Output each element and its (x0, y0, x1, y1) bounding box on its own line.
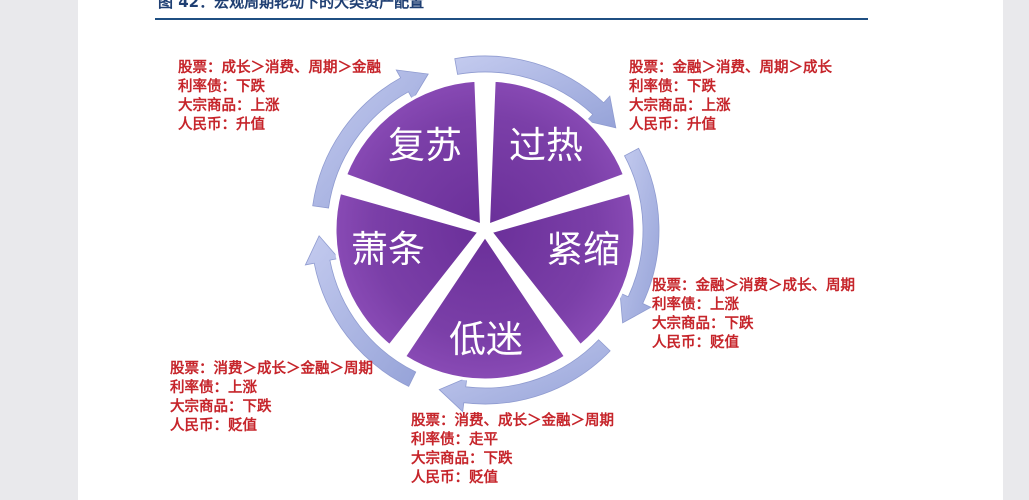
annotation-line: 股票：消费＞成长＞金融＞周期 (170, 360, 373, 377)
arrow-recovery-to-overheat (312, 69, 429, 209)
sector-tightening (488, 190, 637, 348)
annotation-line: 股票：金融＞消费＞成长、周期 (652, 277, 855, 294)
annotation-line: 利率债：上涨 (170, 379, 257, 396)
annotation-depression: 股票：消费＞成长＞金融＞周期 利率债：上涨 大宗商品：下跌 人民币：贬值 (170, 359, 373, 435)
annotation-line: 大宗商品：上涨 (178, 97, 280, 114)
sector-recovery (343, 78, 484, 228)
phase-label-tightening: 紧缩 (546, 228, 620, 271)
annotation-line: 利率债：上涨 (652, 296, 739, 313)
arrow-depression-to-recovery (304, 235, 417, 387)
annotation-tightening: 股票：金融＞消费＞成长、周期 利率债：上涨 大宗商品：下跌 人民币：贬值 (652, 276, 855, 352)
annotation-line: 利率债：走平 (411, 431, 498, 448)
annotation-line: 人民币：升值 (629, 116, 716, 133)
annotation-downturn: 股票：消费、成长＞金融＞周期 利率债：走平 大宗商品：下跌 人民币：贬值 (411, 411, 614, 487)
annotation-line: 大宗商品：下跌 (652, 315, 754, 332)
phase-labels: 复苏 过热 紧缩 低迷 萧条 (351, 124, 620, 361)
cycle-arrows (304, 55, 660, 413)
annotation-line: 利率债：下跌 (629, 78, 716, 95)
annotation-overheat: 股票：金融＞消费、周期＞成长 利率债：下跌 大宗商品：上涨 人民币：升值 (629, 58, 832, 134)
annotation-recovery: 股票：成长＞消费、周期＞金融 利率债：下跌 大宗商品：上涨 人民币：升值 (178, 58, 381, 134)
arrow-overheat-to-tightening (454, 55, 617, 129)
phase-label-overheat: 过热 (509, 124, 583, 167)
sector-overheat (486, 78, 627, 228)
figure-caption: 图 42：宏观周期轮动下的大类资产配置 (158, 0, 425, 11)
annotation-line: 股票：成长＞消费、周期＞金融 (178, 59, 381, 76)
caption-rule (155, 18, 868, 20)
cycle-sectors (333, 78, 637, 382)
annotation-line: 股票：消费、成长＞金融＞周期 (411, 412, 614, 429)
annotation-line: 大宗商品：上涨 (629, 97, 731, 114)
annotation-line: 股票：金融＞消费、周期＞成长 (629, 59, 832, 76)
annotation-line: 大宗商品：下跌 (170, 398, 272, 415)
sector-depression (333, 190, 482, 348)
annotation-line: 人民币：升值 (178, 116, 265, 133)
annotation-line: 大宗商品：下跌 (411, 450, 513, 467)
sector-downturn (402, 233, 568, 382)
phase-label-downturn: 低迷 (449, 318, 523, 361)
phase-label-recovery: 复苏 (388, 124, 462, 167)
annotation-line: 利率债：下跌 (178, 78, 265, 95)
annotation-line: 人民币：贬值 (170, 417, 257, 434)
arrow-downturn-to-depression (438, 339, 611, 413)
annotation-line: 人民币：贬值 (411, 469, 498, 486)
arrow-tightening-to-downturn (619, 147, 660, 324)
phase-label-depression: 萧条 (351, 228, 425, 271)
annotation-line: 人民币：贬值 (652, 334, 739, 351)
